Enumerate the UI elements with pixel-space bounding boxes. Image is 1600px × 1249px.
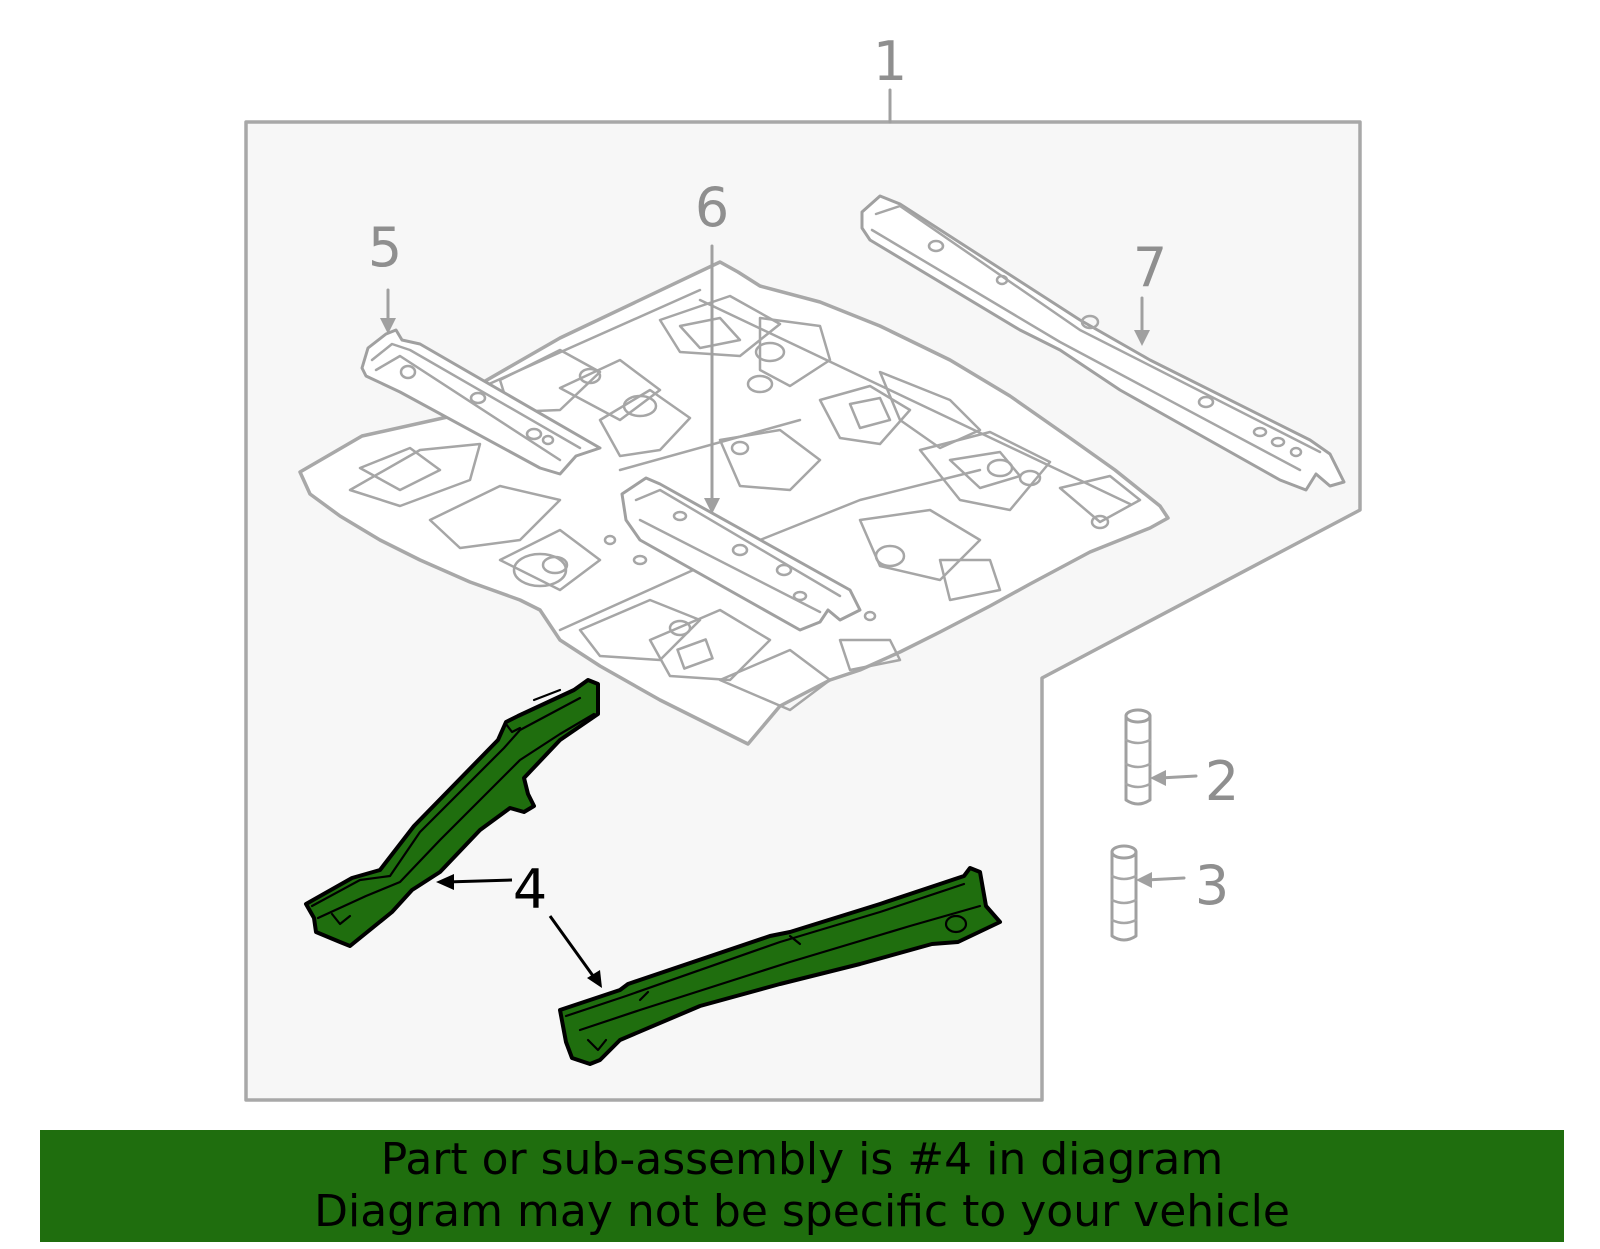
callout-4-arrowhead-left bbox=[436, 874, 454, 890]
callout-5-label: 5 bbox=[368, 216, 402, 279]
part-4-rail-left bbox=[304, 678, 600, 948]
part-4-rail-right bbox=[558, 866, 1002, 1066]
banner-line-1: Part or sub-assembly is #4 in diagram bbox=[380, 1134, 1224, 1185]
callout-6-label: 6 bbox=[695, 176, 729, 239]
callout-4-arrow-left bbox=[445, 878, 513, 884]
info-banner: Part or sub-assembly is #4 in diagram Di… bbox=[40, 1130, 1564, 1242]
part-7-crossmember bbox=[860, 194, 1346, 492]
callout-2-arrowhead bbox=[1150, 770, 1166, 786]
callout-2-label: 2 bbox=[1205, 750, 1239, 813]
part-2-spacer bbox=[1124, 708, 1152, 806]
floor-pan bbox=[298, 260, 1170, 746]
banner-background bbox=[40, 1130, 1564, 1242]
callout-3-arrow bbox=[1144, 876, 1186, 882]
callout-6-arrowhead bbox=[704, 498, 720, 514]
callout-1-label: 1 bbox=[873, 30, 907, 93]
part-6-crossmember bbox=[620, 476, 862, 632]
callout-7-arrowhead bbox=[1134, 330, 1150, 346]
callout-5-arrowhead bbox=[380, 318, 396, 334]
callout-7-label: 7 bbox=[1133, 236, 1167, 299]
callout-3-label: 3 bbox=[1195, 854, 1229, 917]
callout-3-arrowhead bbox=[1136, 872, 1152, 888]
callout-4-arrowhead-right bbox=[587, 970, 602, 988]
callout-4-label: 4 bbox=[513, 858, 547, 921]
part-5-crossmember bbox=[360, 328, 602, 476]
banner-line-2: Diagram may not be specific to your vehi… bbox=[314, 1186, 1290, 1237]
part-3-spacer bbox=[1110, 844, 1138, 942]
callout-4-arrow-right bbox=[548, 915, 598, 981]
